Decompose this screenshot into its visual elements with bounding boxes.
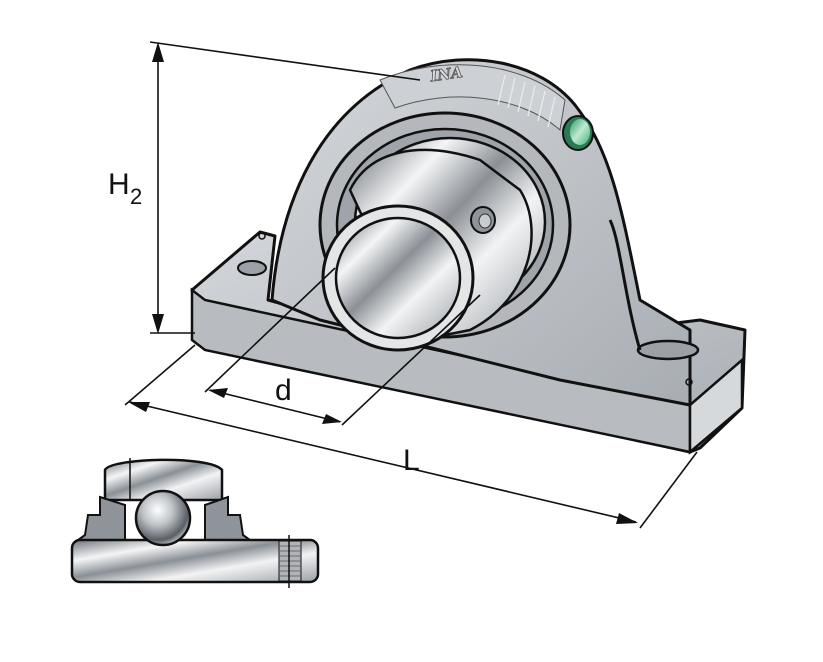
bolt-hole-left — [237, 260, 267, 276]
dimension-label-h-subscript: 2 — [130, 184, 142, 209]
grease-nipple-icon — [562, 115, 594, 151]
dimension-lines — [124, 41, 698, 529]
set-screw-icon — [470, 206, 496, 234]
rolling-ball — [134, 489, 192, 547]
brand-marking: INA — [428, 63, 464, 85]
cross-section-view — [70, 458, 320, 588]
dimension-label-d: d — [275, 374, 292, 407]
dimension-label-h: H — [108, 168, 130, 201]
dimension-arrowheads — [128, 42, 638, 524]
dimension-label-l: L — [403, 444, 420, 477]
rib-lines — [497, 74, 556, 128]
bolt-hole-right — [636, 339, 700, 361]
inner-ring-section — [70, 538, 320, 584]
isometric-view: INA — [190, 58, 747, 455]
